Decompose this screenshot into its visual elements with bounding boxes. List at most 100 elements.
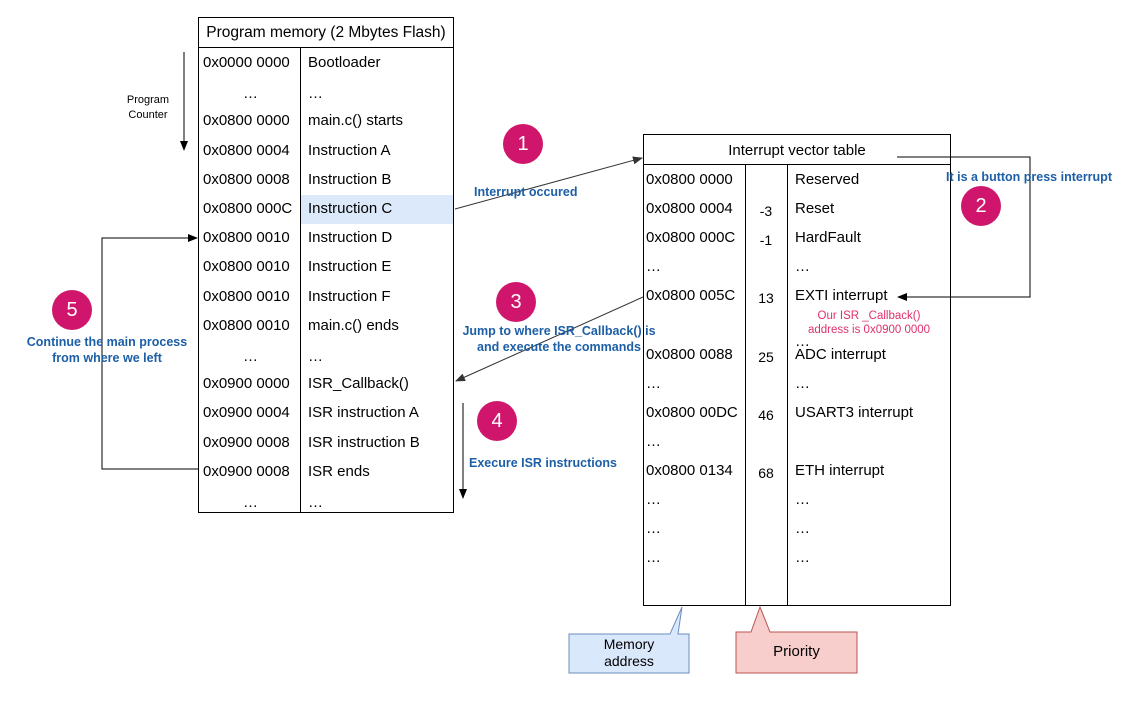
pm-address-cell: 0x0900 0008 [203,433,290,451]
memory-address-line1: Memory [603,636,655,652]
vt-name-cell: Reset [795,200,835,218]
pm-content-cell: ISR ends [308,462,370,480]
vt-address-cell: … [646,520,661,538]
vt-address-cell: 0x0800 0004 [646,200,733,218]
step-5-label-line2: from where we left [52,351,162,365]
vt-name-cell: … [795,549,810,567]
vt-address-cell: 0x0800 0000 [646,171,733,188]
vt-name-cell: … [795,520,810,538]
vt-address-cell: … [646,374,661,392]
vt-name-cell: … [795,258,810,276]
step-4-badge: 4 [477,401,517,441]
pm-content-cell: Bootloader [308,54,381,71]
vt-address-cell: 0x0800 0088 [646,345,733,363]
step-3-label-line2: and execute the commands [477,340,641,354]
pm-content-cell: Instruction C [308,200,393,217]
pm-address-cell: 0x0800 0010 [203,258,290,276]
pm-content-cell: Instruction D [308,229,393,247]
vt-priority-cell: 68 [758,465,774,481]
memory-address-callout [568,606,690,674]
vector-table-divider-2 [787,165,788,605]
vector-table-divider-1 [745,165,746,605]
vt-name-cell: ADC interrupt [795,345,886,363]
vt-priority-cell: -1 [759,232,773,249]
pm-content-cell: Instruction E [308,258,392,276]
interrupt-occurred-arrow [454,156,643,210]
exti-note-line1: Our ISR _Callback() [817,310,921,322]
pm-address-cell: 0x0900 0004 [203,404,290,422]
vt-address-cell: 0x0800 0134 [646,462,733,479]
pm-content-cell: Instruction B [308,170,392,188]
step-5-badge: 5 [52,290,92,330]
step-1-label: Interrupt occured [474,185,578,199]
vt-address-cell: … [646,258,661,276]
pm-address-cell: … [243,348,258,365]
program-counter-label: Program Counter [118,93,178,123]
pm-address-cell: 0x0800 0010 [203,316,290,334]
return-to-main-arrow [101,234,198,470]
exti-note: Our ISR _Callback() address is 0x0900 00… [794,309,944,337]
pm-address-cell: 0x0800 0010 [203,229,290,247]
pm-address-cell: 0x0800 000C [203,200,293,217]
pm-address-cell: … [243,494,258,511]
program-memory-divider [300,48,301,512]
interrupt-vector-table: Interrupt vector table 0x0800 0000 Reserv… [643,134,951,606]
pm-address-cell: 0x0900 0000 [203,375,290,393]
vt-address-cell: … [646,549,661,567]
step-1-badge: 1 [503,124,543,164]
program-counter-line2: Counter [128,109,168,121]
current-instruction-highlight [301,195,453,224]
vt-priority-cell: 25 [758,348,774,365]
priority-label: Priority [773,643,820,660]
vt-address-cell: … [646,432,661,450]
pm-address-cell: 0x0800 0010 [203,287,290,305]
pm-content-cell: ISR_Callback() [308,375,409,393]
vt-name-cell: ETH interrupt [795,462,885,479]
vt-priority-cell: 46 [758,406,774,423]
program-memory-table: Program memory (2 Mbytes Flash) 0x0000 0… [198,17,454,513]
pm-address-cell: … [243,85,258,103]
vt-name-cell: EXTI interrupt [795,287,888,305]
step-5-label: Continue the main process from where we … [14,334,200,366]
step-2-badge: 2 [961,186,1001,226]
exti-note-line2: address is 0x0900 0000 [807,324,931,336]
pm-content-cell: main.c() starts [308,112,404,130]
vt-name-cell: Reserved [795,171,860,188]
pm-content-cell: … [308,85,323,103]
vector-table-title: Interrupt vector table [644,135,950,165]
step-3-badge: 3 [496,282,536,322]
pm-address-cell: 0x0900 0008 [203,462,290,480]
pm-content-cell: main.c() ends [308,316,399,334]
memory-address-label: Memory address [569,636,689,670]
step-4-label: Execure ISR instructions [469,456,617,470]
pm-content-cell: ISR instruction A [308,404,419,422]
pm-content-cell: … [308,348,323,365]
program-counter-line1: Program [126,94,170,106]
step-3-label-line1: Jump to where ISR_Callback() is [462,324,656,338]
vt-name-cell: USART3 interrupt [795,403,914,421]
pm-content-cell: Instruction F [308,287,391,305]
pm-address-cell: 0x0800 0004 [203,141,290,159]
pm-content-cell: ISR instruction B [308,433,420,451]
vt-name-cell: … [795,374,810,392]
priority-callout [735,605,858,674]
memory-address-line2: address [604,653,654,669]
vt-address-cell: 0x0800 000C [646,229,736,247]
vt-address-cell: 0x0800 00DC [646,403,738,421]
step-2-label: It is a button press interrupt [946,170,1112,184]
step-5-label-line1: Continue the main process [26,335,188,349]
jump-to-isr-arrow [455,296,644,382]
vt-name-cell: … [795,332,810,350]
pm-address-cell: 0x0800 0000 [203,112,290,130]
vt-address-cell: … [646,491,661,509]
step-3-label: Jump to where ISR_Callback() is and exec… [456,323,662,355]
pm-address-cell: 0x0800 0008 [203,170,290,188]
vt-name-cell: HardFault [795,229,861,247]
vt-name-cell: … [795,491,810,509]
pm-address-cell: 0x0000 0000 [203,54,290,71]
button-press-arrow [897,156,1031,301]
program-memory-title: Program memory (2 Mbytes Flash) [199,18,453,48]
vt-priority-cell: -3 [759,203,773,220]
pm-content-cell: Instruction A [308,141,391,159]
